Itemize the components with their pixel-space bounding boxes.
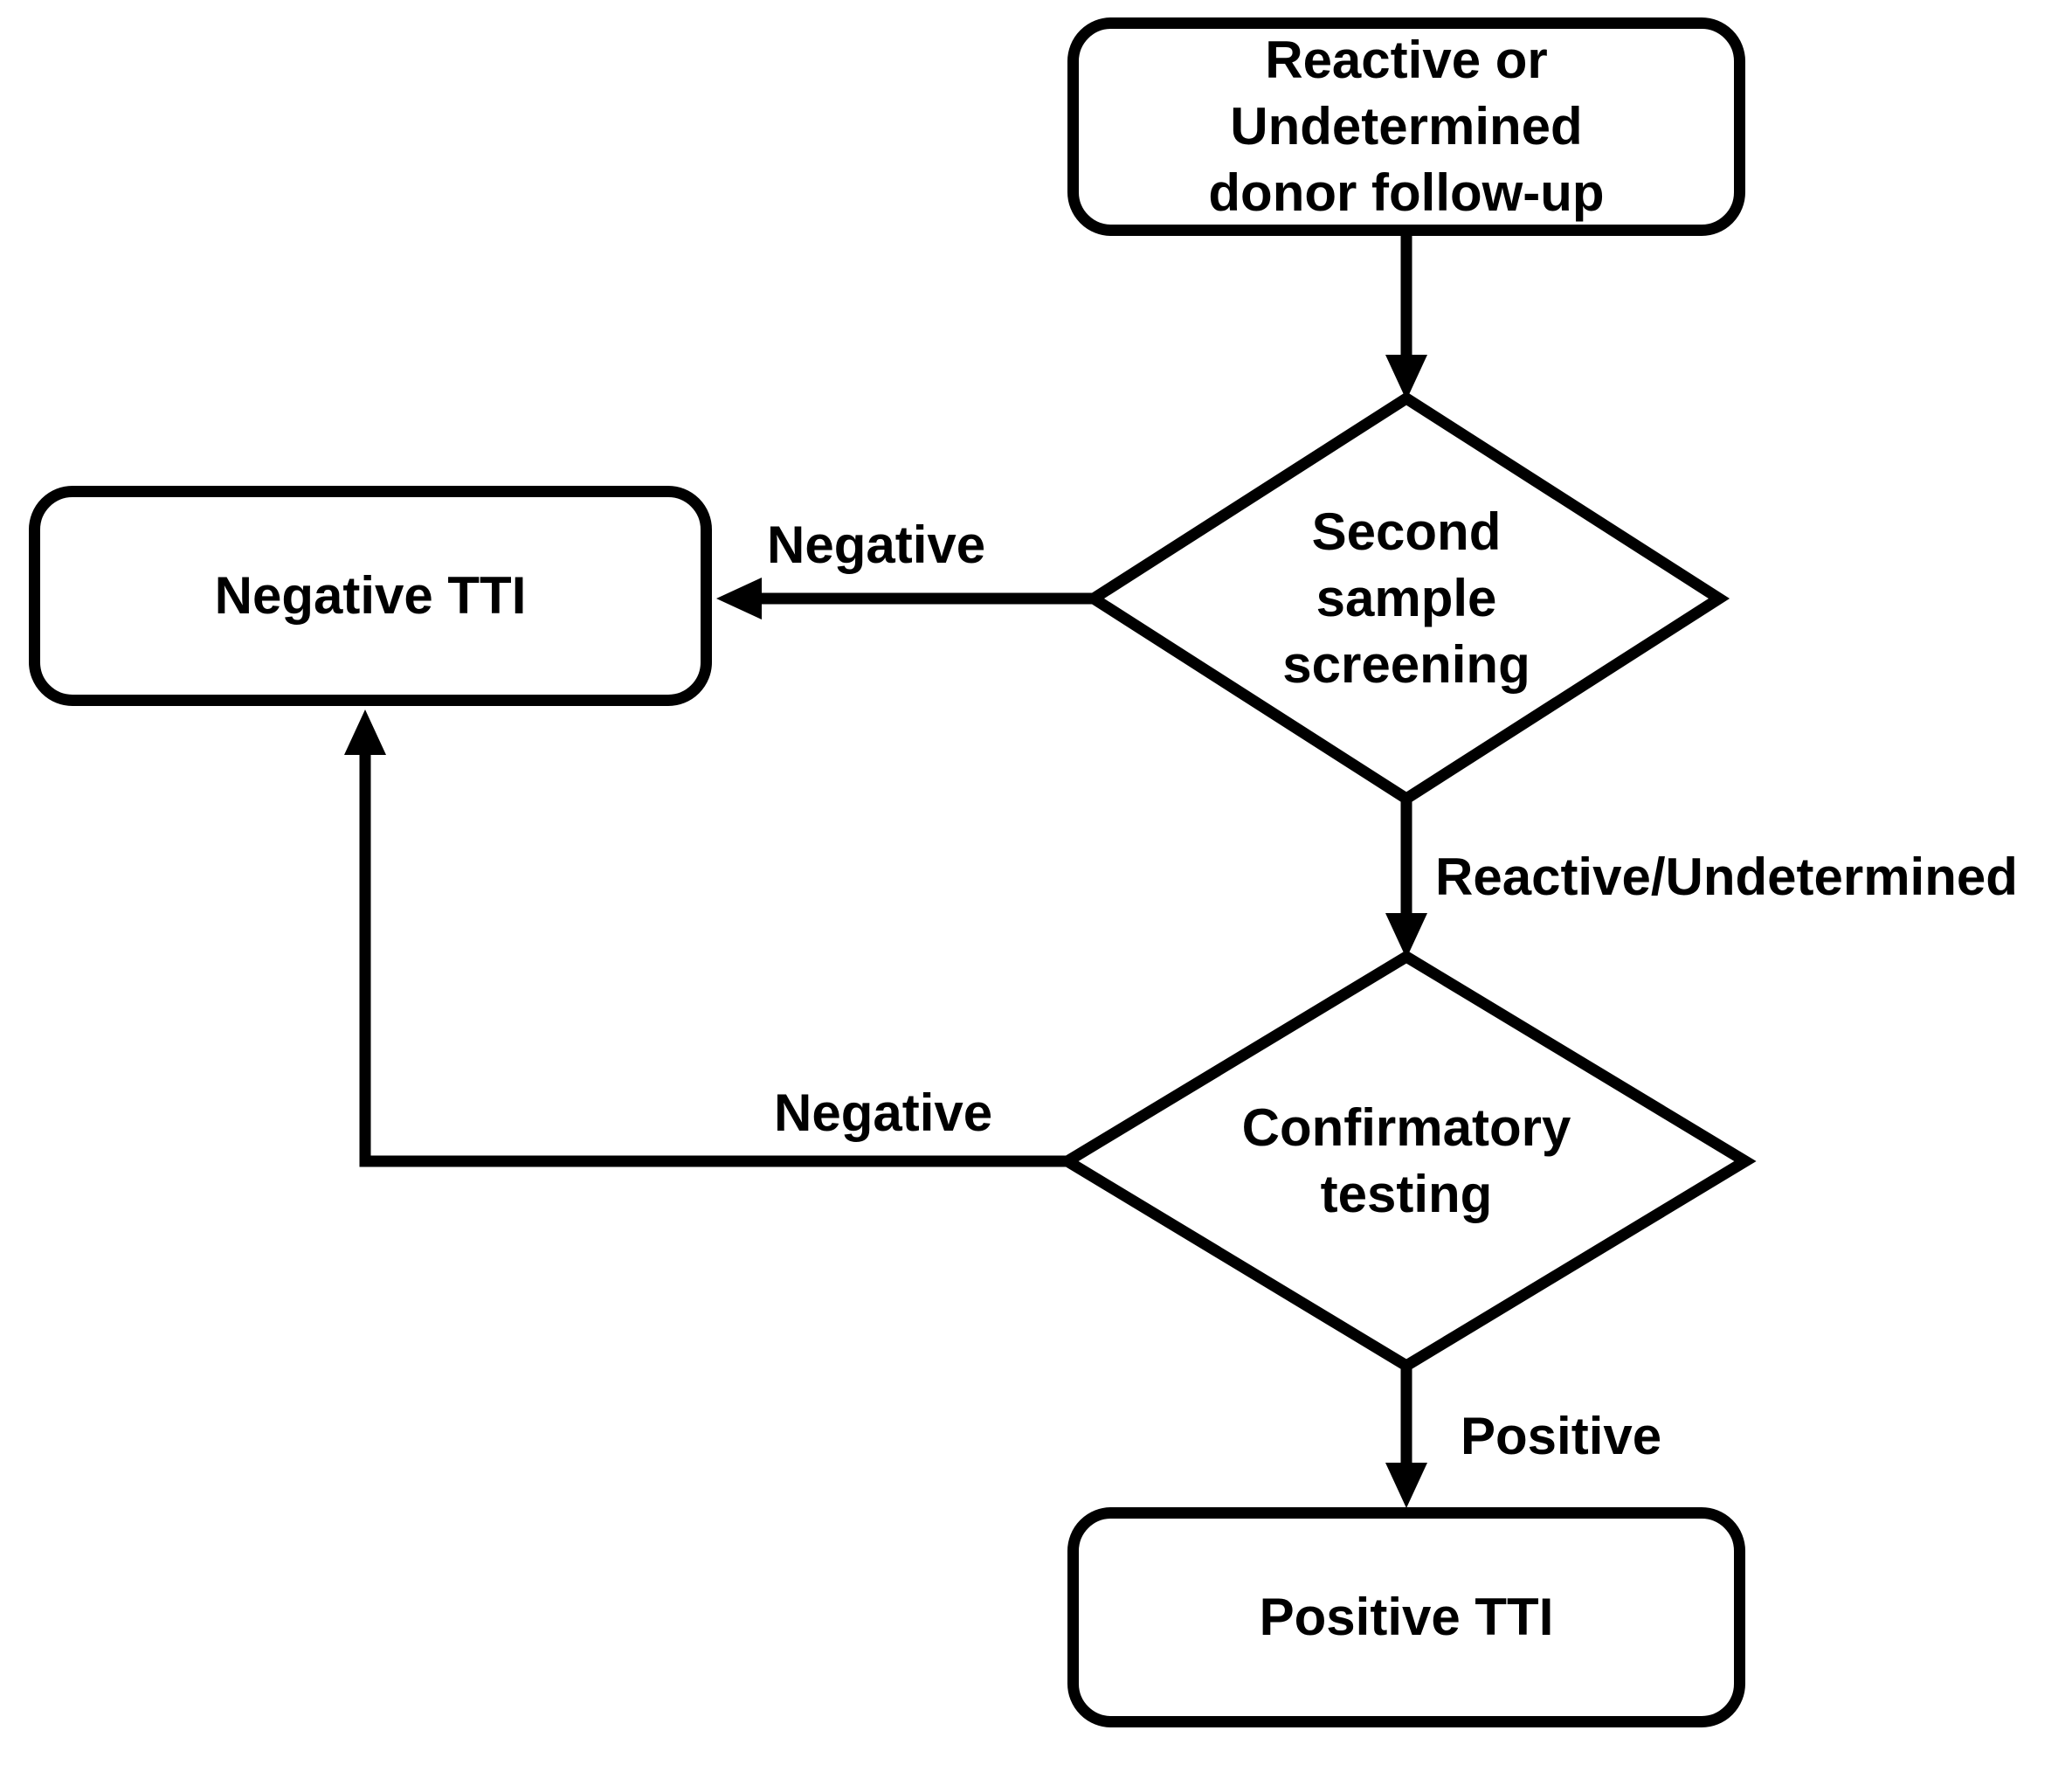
edge-confirmatory-to-negative-tti: [344, 709, 1067, 1167]
arrowhead-up-icon: [344, 709, 386, 755]
decision-confirmatory-testing-shape: [1056, 950, 1757, 1373]
edge-label-screening-reactive-undetermined: Reactive/Undetermined: [1435, 848, 2018, 906]
arrowhead-down-icon: [1385, 913, 1427, 959]
edge-followup-to-screening: [1385, 230, 1427, 400]
node-negative-tti-label: Negative TTI: [214, 566, 527, 625]
edge-screening-to-confirmatory: [1385, 799, 1427, 959]
node-donor-followup-label: Reactive or Undetermined donor follow-up: [1208, 31, 1605, 222]
node-donor-followup: Reactive or Undetermined donor follow-up: [1067, 17, 1745, 236]
decision-second-sample-screening-shape: [1082, 391, 1730, 806]
arrowhead-down-icon: [1385, 1463, 1427, 1508]
node-negative-tti: Negative TTI: [29, 486, 712, 706]
node-positive-tti-label: Positive TTI: [1259, 1588, 1554, 1646]
arrowhead-left-icon: [716, 578, 762, 619]
edge-label-confirmatory-negative: Negative: [774, 1083, 993, 1142]
node-second-sample-screening-label: Second sample screening: [1282, 502, 1530, 694]
edge-screening-to-negative-tti: [716, 578, 1094, 619]
node-positive-tti: Positive TTI: [1067, 1507, 1745, 1727]
edge-label-screening-negative: Negative: [767, 516, 986, 574]
edge-confirmatory-to-negative-tti-line: [359, 753, 1067, 1167]
node-confirmatory-testing-label: Confirmatory testing: [1241, 1098, 1571, 1223]
arrowhead-down-icon: [1385, 355, 1427, 400]
edge-label-confirmatory-positive: Positive: [1461, 1407, 1662, 1465]
edge-confirmatory-to-positive-tti: [1385, 1366, 1427, 1508]
